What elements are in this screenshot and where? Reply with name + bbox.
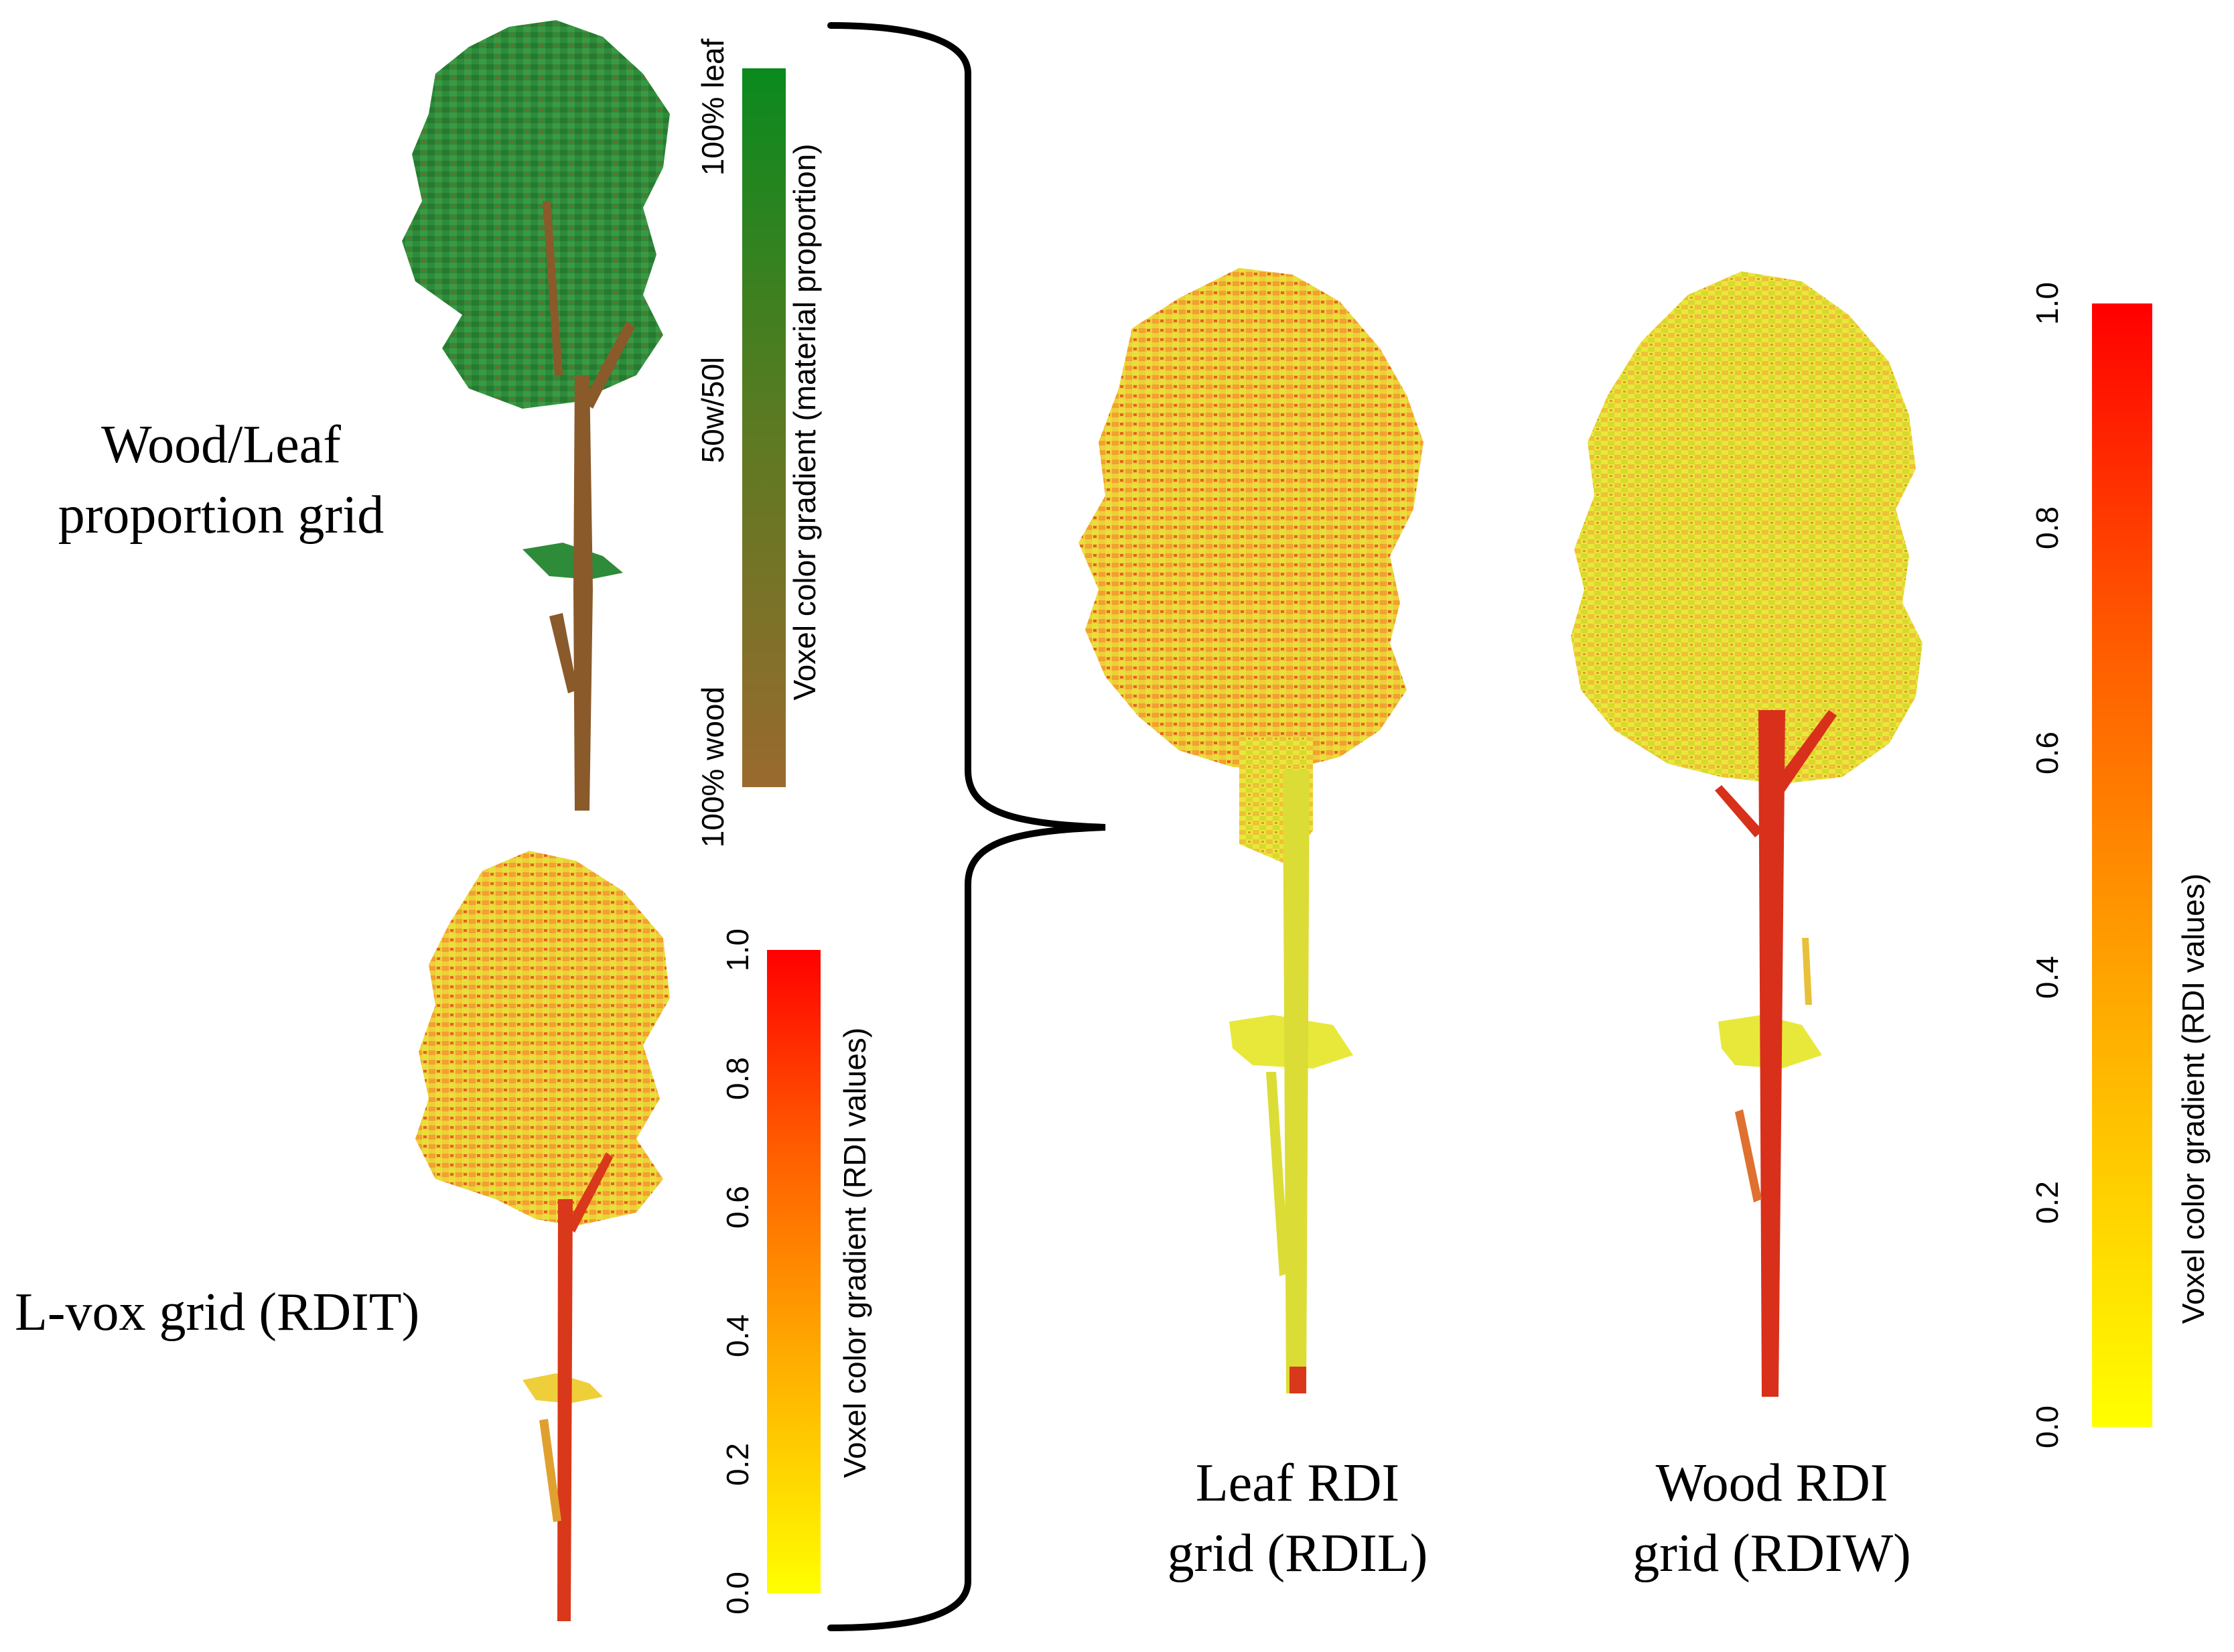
label-wood-leaf-line1: Wood/Leaf [101, 415, 341, 474]
tree-wood-rdi-voxel-icon [1571, 271, 1923, 1397]
colorbar-proportion-title: Voxel color gradient (material proportio… [787, 144, 822, 701]
tree-leaf-rdi-voxel-icon [1078, 268, 1423, 1393]
colorbar-rdi-small-tick-4: 0.8 [720, 1057, 755, 1100]
colorbar-rdi-large-title: Voxel color gradient (RDI values) [2176, 874, 2211, 1324]
colorbar-proportion-tick-leaf: 100% leaf [695, 38, 730, 176]
colorbar-rdi-small-tick-2: 0.4 [720, 1314, 755, 1357]
colorbar-rdi-small-ticks: 0.0 0.2 0.4 0.6 0.8 1.0 [720, 928, 755, 1614]
tree-lvox-voxel-icon [415, 851, 670, 1621]
colorbar-rdi-large-tick-4: 0.8 [2030, 506, 2065, 549]
label-wood-leaf-line2: proportion grid [58, 486, 385, 545]
colorbar-rdi-large-tick-5: 1.0 [2030, 282, 2065, 325]
label-leaf-rdi-line2: grid (RDIL) [1168, 1524, 1428, 1583]
label-wood-rdi-line1: Wood RDI [1656, 1454, 1888, 1513]
colorbar-rdi-small-tick-1: 0.2 [720, 1443, 755, 1486]
colorbar-rdi-small [767, 950, 821, 1593]
colorbar-rdi-large-tick-3: 0.6 [2030, 732, 2065, 774]
colorbar-rdi-large-tick-0: 0.0 [2030, 1405, 2065, 1448]
colorbar-rdi-large-tick-1: 0.2 [2030, 1181, 2065, 1224]
colorbar-proportion-tick-wood: 100% wood [695, 687, 730, 847]
colorbar-proportion-tick-mid: 50w/50l [695, 357, 730, 464]
colorbar-rdi-large-ticks: 0.0 0.2 0.4 0.6 0.8 1.0 [2030, 282, 2065, 1448]
label-leaf-rdi-line1: Leaf RDI [1196, 1454, 1399, 1513]
colorbar-rdi-large [2092, 303, 2152, 1427]
colorbar-proportion [742, 68, 786, 787]
colorbar-rdi-small-tick-3: 0.6 [720, 1186, 755, 1229]
colorbar-rdi-small-tick-5: 1.0 [720, 928, 755, 971]
curly-brace-icon [827, 22, 1106, 1631]
colorbar-rdi-small-tick-0: 0.0 [720, 1572, 755, 1614]
label-wood-rdi-line2: grid (RDIW) [1632, 1524, 1910, 1583]
colorbar-rdi-large-tick-2: 0.4 [2030, 956, 2065, 999]
colorbar-rdi-small-title: Voxel color gradient (RDI values) [837, 1028, 872, 1478]
tree-proportion-voxel-icon [402, 20, 670, 811]
label-lvox: L-vox grid (RDIT) [15, 1283, 419, 1342]
